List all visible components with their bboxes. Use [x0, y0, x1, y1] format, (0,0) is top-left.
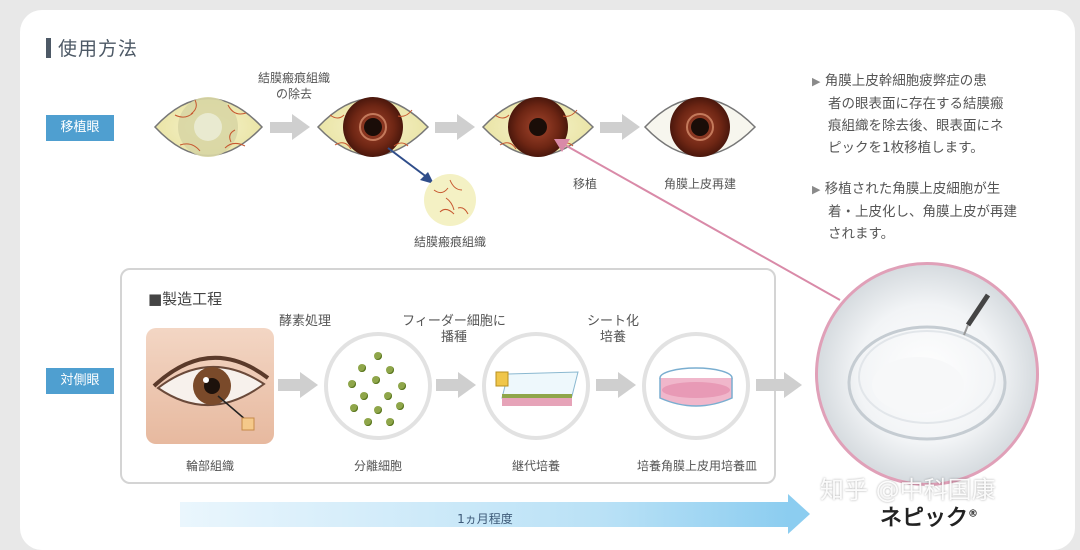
- step-sheet-line1: シート化: [586, 314, 639, 329]
- dish-illustration: [847, 293, 1007, 441]
- page-title: 使用方法: [58, 38, 139, 60]
- process-arrow-2-head: [458, 372, 476, 398]
- process-arrow-3-shaft: [596, 379, 618, 391]
- flow-arrow-1: [270, 114, 310, 140]
- process-arrow-3-head: [618, 372, 636, 398]
- eye-scar-removed: [316, 97, 430, 157]
- process-arrow-4-head: [784, 372, 802, 398]
- desc2-line1: ▶ 移植された角膜上皮細胞が生: [812, 181, 1001, 197]
- timeline-arrow-head: [788, 494, 810, 534]
- process-arrow-4-shaft: [756, 379, 784, 391]
- triangle-bullet-icon: ▶: [812, 75, 821, 88]
- triangle-bullet-icon: ▶: [812, 183, 821, 196]
- desc1-line1: ▶ 角膜上皮幹細胞疲弊症の患: [812, 73, 987, 89]
- culture-dish-illustration: [659, 367, 733, 407]
- limbal-tissue-photo: [146, 328, 274, 444]
- description-item-2: ▶ 移植された角膜上皮細胞が生 着・上皮化し、角膜上皮が再建 されます。: [812, 178, 1062, 245]
- badge-contralateral-eye: 対側眼: [46, 368, 114, 394]
- desc2-line3: されます。: [828, 226, 895, 242]
- eye-photo-illustration: [152, 356, 270, 431]
- badge-transplant-eye: 移植眼: [46, 115, 114, 141]
- transplant-link-line: [554, 139, 841, 301]
- rebuild-label: 角膜上皮再建: [663, 177, 736, 191]
- desc1-line4: ピックを1枚移植します。: [828, 140, 984, 156]
- process-arrow-2-shaft: [436, 379, 458, 391]
- desc1-line2: 者の眼表面に存在する結膜瘢: [828, 96, 1004, 112]
- desc1-line3: 痕組織を除去後、眼表面にネ: [828, 118, 1004, 134]
- passage-culture-circle: [482, 332, 590, 440]
- timeline-bar: [180, 502, 788, 527]
- eye-rebuilt: [643, 97, 757, 157]
- process-arrow-1-head: [300, 372, 318, 398]
- passage-culture-label: 継代培養: [511, 459, 560, 473]
- removed-scar-tissue: [424, 174, 476, 226]
- remove-label: 結膜瘢痕組織 の除去: [248, 70, 340, 102]
- step-feeder-label: フィーダー細胞に 播種: [392, 314, 516, 346]
- remove-label-line1: 結膜瘢痕組織: [257, 71, 330, 85]
- watermark: 知乎 @中科国康: [820, 476, 996, 504]
- description-item-1: ▶ 角膜上皮幹細胞疲弊症の患 者の眼表面に存在する結膜瘢 痕組織を除去後、眼表面…: [812, 70, 1062, 159]
- brand-name: ネピック: [880, 506, 969, 531]
- isolated-cells-circle: [324, 332, 432, 440]
- desc2-line2: 着・上皮化し、角膜上皮が再建: [828, 204, 1017, 220]
- remove-label-line2: の除去: [275, 87, 312, 101]
- culture-dish-circle: [642, 332, 750, 440]
- transplant-eye-flow: [153, 97, 757, 226]
- registered-mark: ®: [968, 508, 979, 520]
- step-feeder-line1: フィーダー細胞に: [402, 314, 506, 329]
- culture-plate-illustration: [495, 371, 579, 406]
- removal-arrow: [387, 147, 434, 184]
- product-dish-photo: [815, 262, 1039, 486]
- removed-tissue-label: 結膜瘢痕組織: [413, 235, 486, 249]
- step-sheet-line2: 培養: [599, 330, 626, 345]
- eye-scarred: [153, 97, 264, 157]
- flow-arrow-2: [435, 114, 475, 140]
- flow-arrow-3: [600, 114, 640, 140]
- process-arrow-1-shaft: [278, 379, 300, 391]
- title-accent-bar: [46, 38, 51, 58]
- transplant-label: 移植: [572, 177, 597, 191]
- step-feeder-line2: 播種: [440, 330, 467, 345]
- step-enzyme-label: 酵素処理: [278, 314, 331, 329]
- timeline-label: 1ヵ月程度: [457, 512, 513, 526]
- culture-dish-label: 培養角膜上皮用培養皿: [636, 459, 757, 473]
- step-sheet-label: シート化 培養: [578, 314, 648, 346]
- process-title: ■製造工程: [148, 290, 223, 308]
- limbal-tissue-label: 輪部組織: [185, 459, 234, 473]
- isolated-cells-label: 分離細胞: [353, 459, 402, 473]
